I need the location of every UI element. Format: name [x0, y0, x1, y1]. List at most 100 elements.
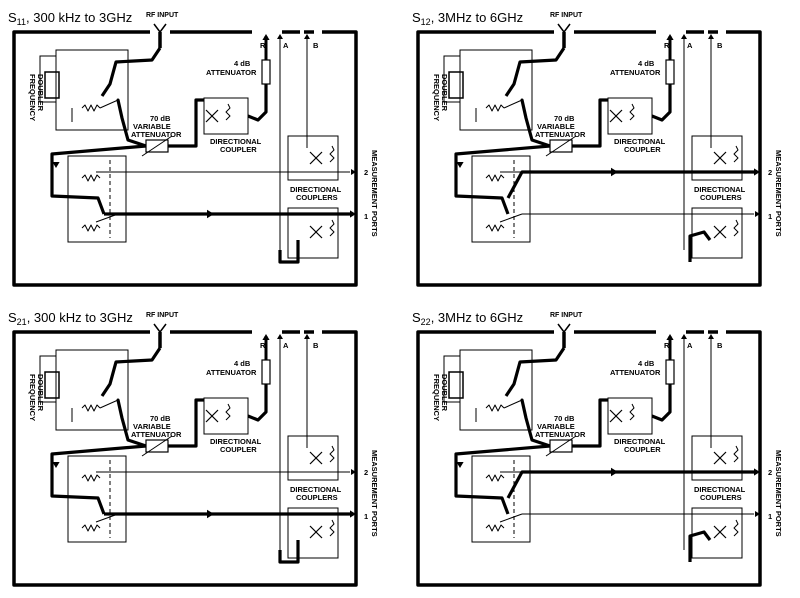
rf-input: RF INPUT: [146, 12, 179, 48]
receiver-r-label: R: [260, 41, 266, 50]
receiver-b-arrow: [708, 34, 714, 39]
variable-attenuator-arrow: [141, 135, 173, 157]
receiver-b-label: B: [313, 341, 319, 350]
rf-input: RF INPUT: [550, 12, 583, 48]
receiver-a-label: A: [283, 41, 289, 50]
port1-coupler-box: [287, 207, 339, 259]
signal-path: [454, 347, 760, 562]
doubler-load-resistor: [485, 404, 505, 412]
signal-path-port2: [506, 470, 754, 499]
receiver-r-arrow: [666, 34, 674, 40]
frequency-doubler-label: FREQUENCY: [432, 374, 441, 421]
receiver-b-arrow: [304, 334, 310, 339]
coupler-x-stroke-2: [713, 525, 727, 539]
receiver-a-arrow: [681, 34, 687, 39]
receiver-a-arrow: [277, 34, 283, 39]
directional-couplers-label: DIRECTIONAL: [694, 485, 746, 494]
transfer-switch-load-1: [81, 174, 101, 182]
directional-coupler-label-2: COUPLER: [624, 145, 661, 154]
frequency-doubler-label-2: DOUBLER: [36, 74, 45, 112]
coupler-x-stroke-2: [609, 409, 623, 423]
port1-coupler-box: [287, 507, 339, 559]
directional-coupler-label: DIRECTIONAL: [614, 137, 666, 146]
transfer-switch-box: [67, 155, 127, 243]
variable-attenuator-variable-label: VARIABLE: [537, 422, 575, 431]
variable-attenuator-attenuator-label: ATTENUATOR: [131, 430, 182, 439]
receiver-b-label: B: [717, 341, 723, 350]
port2-arrow: [351, 469, 356, 475]
receiver-r-label: R: [664, 341, 670, 350]
frequency-doubler-label: FREQUENCY: [432, 74, 441, 121]
title-frequency-range: , 3MHz to 6GHz: [431, 10, 523, 25]
title-s-letter: S: [412, 10, 421, 25]
title-subscript: 11: [17, 17, 26, 27]
coupler-termination-resistor: [733, 519, 739, 537]
directional-coupler-top-box: [607, 397, 653, 435]
doubler-load-resistor: [81, 404, 101, 412]
signal-path: [454, 47, 760, 262]
port1-coupler-symbol: [713, 219, 739, 239]
attenuator-4db-label: ATTENUATOR: [206, 68, 257, 77]
signal-path-to-r: [247, 384, 268, 422]
rf-input-connector: [557, 23, 571, 33]
measurement-ports-label: MEASUREMENT PORTS: [774, 450, 783, 537]
attenuator-4db-value-label: 4 dB: [638, 359, 655, 368]
port2-label: 2: [768, 168, 772, 177]
coupler-termination-resistor: [329, 219, 335, 237]
title-subscript: 21: [17, 317, 27, 327]
transfer-switch-block: [67, 155, 127, 243]
measurement-ports-label: MEASUREMENT PORTS: [370, 450, 379, 537]
attenuator-4db-value-label: 4 dB: [234, 59, 251, 68]
port2-coupler-symbol: [309, 445, 335, 465]
frequency-doubler-label-2: DOUBLER: [36, 374, 45, 412]
transfer-switch-box: [67, 455, 127, 543]
directional-couplers-label-2: COUPLERS: [296, 193, 338, 202]
panel-title: S12, 3MHz to 6GHz: [412, 10, 523, 27]
rf-input-label: RF INPUT: [550, 312, 583, 319]
frequency-doubler-symbol: [44, 371, 60, 399]
rf-input-connector: [153, 23, 167, 33]
variable-attenuator-arrow: [141, 435, 173, 457]
coupler-x-stroke-2: [609, 109, 623, 123]
signal-path-input: [504, 47, 566, 97]
signal-path-arrow-down: [456, 162, 464, 168]
doubler-switch-arm: [503, 99, 523, 109]
signal-path-to-coupler: [168, 398, 204, 448]
port1-label: 1: [364, 212, 368, 221]
signal-path-arrow-down: [52, 462, 60, 468]
variable-attenuator-db-label: 70 dB: [150, 114, 171, 123]
coupler-x-stroke-2: [309, 451, 323, 465]
coupler-termination-resistor: [329, 145, 335, 163]
receiver-r-arrow: [666, 334, 674, 340]
signal-path-left-loop: [454, 444, 551, 515]
directional-coupler-label: DIRECTIONAL: [210, 137, 262, 146]
port1-label: 1: [768, 512, 772, 521]
outline-main: [416, 330, 762, 587]
receiver-a-label: A: [687, 41, 693, 50]
directional-coupler-label: DIRECTIONAL: [614, 437, 666, 446]
port1-arrow: [755, 511, 760, 517]
directional-couplers-label-2: COUPLERS: [700, 193, 742, 202]
port2-label: 2: [364, 468, 368, 477]
doubler-outline-left: [39, 355, 57, 403]
port1-coupler-symbol: [309, 519, 335, 539]
panel-title: S11, 300 kHz to 3GHz: [8, 10, 132, 27]
rf-input-label: RF INPUT: [146, 12, 179, 19]
title-subscript: 12: [421, 17, 431, 27]
coupler-x-stroke-2: [205, 409, 219, 423]
receiver-r-arrow: [262, 334, 270, 340]
port2-coupler-box: [287, 135, 339, 181]
